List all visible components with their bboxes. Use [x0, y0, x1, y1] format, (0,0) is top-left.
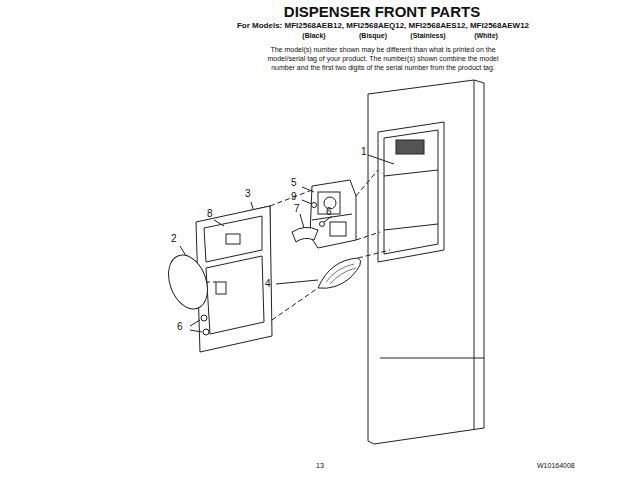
color-name: (Stainless): [410, 32, 445, 40]
color-name: (Bisque): [359, 32, 387, 40]
callout-number: 6: [326, 206, 332, 217]
callout-number: 2: [171, 233, 177, 244]
callout-number: 4: [265, 278, 271, 289]
callout-number: 6: [177, 321, 183, 332]
model-list: For Models: MFI2568AEB12, MFI2568AEQ12, …: [237, 22, 529, 31]
callout-number: 8: [207, 208, 213, 219]
page-number: 13: [316, 462, 324, 470]
callout-number: 3: [245, 188, 251, 199]
callout-number: 9: [291, 191, 297, 202]
note-text: The model(s) number shown may be differe…: [258, 46, 508, 72]
color-name: (Black): [302, 32, 325, 40]
document-number: W10164008: [537, 462, 575, 470]
callout-number: 7: [294, 203, 300, 214]
callout-number: 5: [291, 177, 297, 188]
color-name: (White): [474, 32, 498, 40]
callout-number: 1: [361, 146, 367, 157]
page-title: DISPENSER FRONT PARTS: [284, 4, 480, 21]
